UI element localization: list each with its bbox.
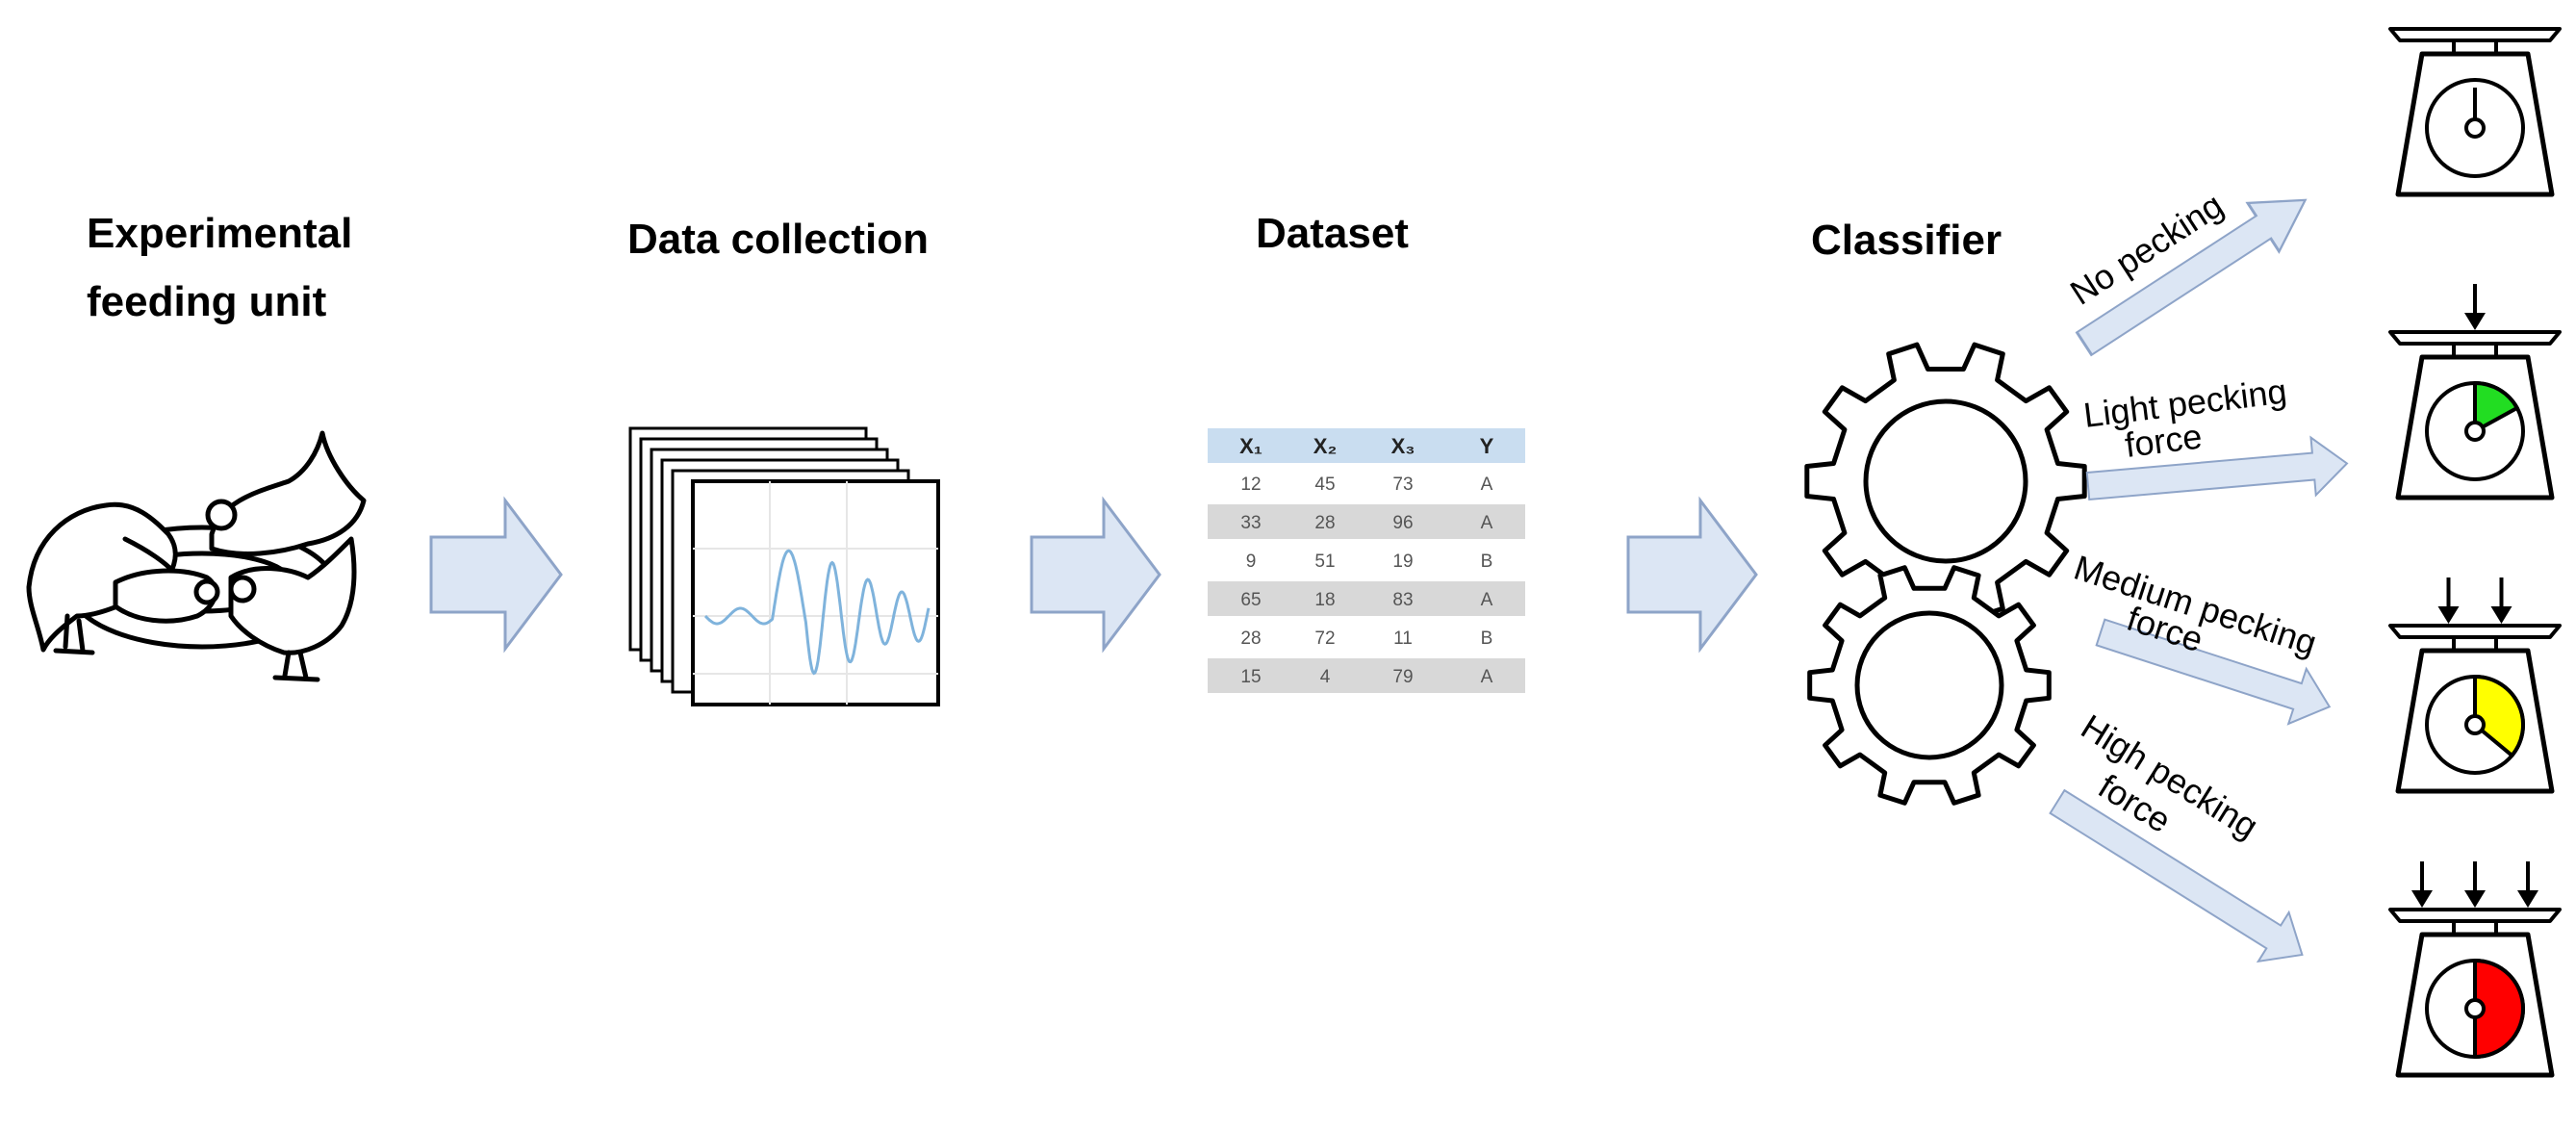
data-collection-title: Data collection [627,216,929,263]
force-arrow-icon [2464,861,2486,908]
table-row: 12 45 73 A [1240,475,1492,495]
stage-arrow-3 [1626,496,1758,654]
signal-plot [691,479,940,706]
table-row: 65 18 83 A [1240,590,1492,610]
table-header-cell: Y [1480,434,1494,458]
scale-icon [2388,861,2562,1078]
force-arrow-icon [2411,861,2433,908]
table-cell: B [1481,629,1493,649]
signal-frames-stack [628,426,940,706]
class-arrow-medium [2095,618,2332,726]
table-cell: 83 [1392,590,1413,610]
table-cell: 51 [1314,552,1335,572]
scales [2388,27,2562,1078]
feeding-unit-title-line1: Experimental [87,210,352,257]
force-arrow-icon [2490,577,2512,624]
table-cell: A [1481,475,1493,495]
scale-icon [2388,27,2562,197]
table-cell: A [1481,513,1493,533]
table-cell: B [1481,552,1493,572]
table-row: 9 51 19 B [1246,552,1493,572]
table-header-cell: X₁ [1239,434,1262,458]
table-cell: A [1481,667,1493,687]
table-header-row [1208,428,1525,463]
gear-icon [1804,342,2087,621]
table-stripe-row [1208,658,1525,693]
class-label-light-line2: force [2123,416,2204,464]
table-cell: 11 [1393,629,1413,649]
stage-arrow-1 [429,496,563,654]
chickens-feeder-illustration [26,430,367,682]
table-cell: 72 [1314,629,1335,649]
dataset-table: X₁ X₂ X₃ Y 12 45 73 A 33 28 96 A 9 51 19… [1208,428,1525,693]
force-arrow-icon [2464,284,2486,330]
stage-arrow-2 [1030,496,1161,654]
table-stripe-row [1208,504,1525,539]
table-cell: 15 [1240,667,1261,687]
table-stripe-row [1208,581,1525,616]
class-arrow-light [2085,435,2349,501]
table-cell: 4 [1320,667,1331,687]
gear-icon [1807,565,2052,806]
dial-fill [2473,959,2525,1059]
dial-fill [2473,675,2525,757]
force-arrow-icon [2517,861,2538,908]
table-cell: A [1481,590,1493,610]
table-cell: 28 [1314,513,1335,533]
table-row: 28 72 11 B [1240,629,1492,649]
table-cell: 96 [1392,513,1413,533]
table-cell: 33 [1240,513,1261,533]
class-arrow-no-pecking [2075,198,2308,357]
dial-fill [2473,381,2519,433]
table-row: 33 28 96 A [1240,513,1492,533]
classifier-title: Classifier [1811,217,2002,264]
table-cell: 65 [1240,590,1261,610]
table-header-cell: X₂ [1314,434,1337,458]
table-cell: 19 [1392,552,1413,572]
force-arrow-icon [2437,577,2460,624]
signal-waveform [703,549,931,676]
table-cell: 18 [1314,590,1335,610]
feeding-unit-title-line2: feeding unit [87,278,327,325]
table-cell: 73 [1392,475,1413,495]
table-header-cell: X₃ [1391,434,1416,458]
table-cell: 28 [1240,629,1261,649]
class-arrow-high [2049,788,2304,963]
scale-icon [2388,577,2562,794]
table-row: 15 4 79 A [1240,667,1492,687]
table-cell: 9 [1246,552,1257,572]
scale-icon [2388,284,2562,500]
table-cell: 45 [1314,475,1335,495]
table-cell: 12 [1240,475,1261,495]
dataset-title: Dataset [1256,210,1409,257]
table-cell: 79 [1392,667,1413,687]
